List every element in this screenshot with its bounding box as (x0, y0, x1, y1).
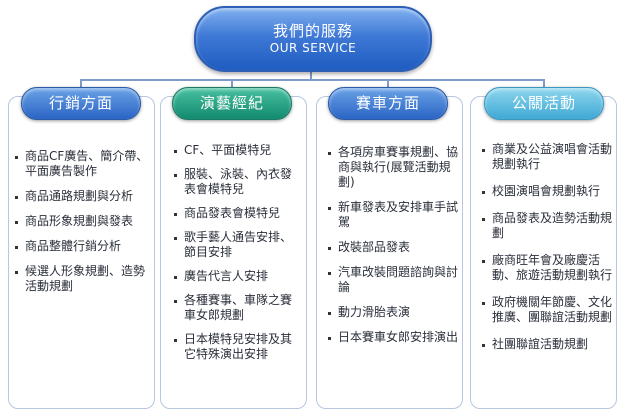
root-title-en: OUR SERVICE (269, 41, 357, 55)
root-node-our-service: 我們的服務 OUR SERVICE (194, 6, 432, 72)
service-item: 商品形象規劃與發表 (14, 214, 150, 229)
service-item: 各項房車賽事規劃、協商與執行(展覽活動規劃) (327, 145, 458, 190)
service-list-pr-events: 商業及公益演唱會活動規劃執行 校園演唱會規劃執行 商品發表及造勢活動規劃 廠商旺… (481, 142, 612, 364)
category-panel-talent-agency: CF、平面模特兒 服裝、泳裝、內衣發表會模特兒 商品發表會模特兒 歌手藝人通告安… (160, 96, 307, 409)
category-header-talent-agency: 演藝經紀 (172, 87, 292, 120)
root-title-zh: 我們的服務 (272, 22, 353, 40)
connector-branch-2 (231, 79, 233, 88)
service-item: 汽車改裝問題諮詢與討論 (327, 265, 458, 295)
service-item: 校園演唱會規劃執行 (481, 184, 612, 199)
service-item: 改裝部品發表 (327, 240, 458, 255)
connector-branch-1 (80, 79, 82, 88)
service-item: 廠商旺年會及廠慶活動、旅遊活動規劃執行 (481, 253, 612, 283)
service-item: 廣告代言人安排 (173, 269, 302, 284)
service-item: 商業及公益演唱會活動規劃執行 (481, 142, 612, 172)
service-item: 新車發表及安排車手試駕 (327, 200, 458, 230)
service-item: 日本模特兒安排及其它特殊演出安排 (173, 332, 302, 362)
service-list-racing: 各項房車賽事規劃、協商與執行(展覽活動規劃) 新車發表及安排車手試駕 改裝部品發… (327, 145, 458, 355)
service-item: CF、平面模特兒 (173, 143, 302, 158)
service-item: 政府機關年節慶、文化推廣、團聯誼活動規劃 (481, 295, 612, 325)
service-item: 商品發表會模特兒 (173, 206, 302, 221)
category-panel-marketing: 商品CF廣告、簡介帶、平面廣告製作 商品通路規劃與分析 商品形象規劃與發表 商品… (8, 96, 155, 409)
category-header-marketing: 行銷方面 (21, 87, 141, 120)
service-item: 商品整體行銷分析 (14, 239, 150, 254)
service-item: 商品通路規劃與分析 (14, 189, 150, 204)
connector-trunk (310, 70, 312, 80)
connector-bar (80, 79, 544, 81)
service-item: 動力滑胎表演 (327, 305, 458, 320)
connector-branch-3 (387, 79, 389, 88)
service-item: 日本賽車女郎安排演出 (327, 330, 458, 345)
service-item: 候選人形象規劃、造勢活動規劃 (14, 264, 150, 294)
service-item: 社團聯誼活動規劃 (481, 337, 612, 352)
service-item: 商品CF廣告、簡介帶、平面廣告製作 (14, 149, 150, 179)
service-list-marketing: 商品CF廣告、簡介帶、平面廣告製作 商品通路規劃與分析 商品形象規劃與發表 商品… (14, 149, 150, 304)
service-item: 商品發表及造勢活動規劃 (481, 211, 612, 241)
category-panel-racing: 各項房車賽事規劃、協商與執行(展覽活動規劃) 新車發表及安排車手試駕 改裝部品發… (316, 96, 463, 409)
service-item: 各種賽事、車隊之賽車女郎規劃 (173, 293, 302, 323)
service-item: 歌手藝人通告安排、節目安排 (173, 230, 302, 260)
connector-branch-4 (543, 79, 545, 88)
category-header-pr-events: 公關活動 (484, 87, 604, 120)
category-header-racing: 賽車方面 (328, 87, 448, 120)
category-panel-pr-events: 商業及公益演唱會活動規劃執行 校園演唱會規劃執行 商品發表及造勢活動規劃 廠商旺… (470, 96, 617, 409)
service-list-talent-agency: CF、平面模特兒 服裝、泳裝、內衣發表會模特兒 商品發表會模特兒 歌手藝人通告安… (173, 143, 302, 371)
service-item: 服裝、泳裝、內衣發表會模特兒 (173, 167, 302, 197)
